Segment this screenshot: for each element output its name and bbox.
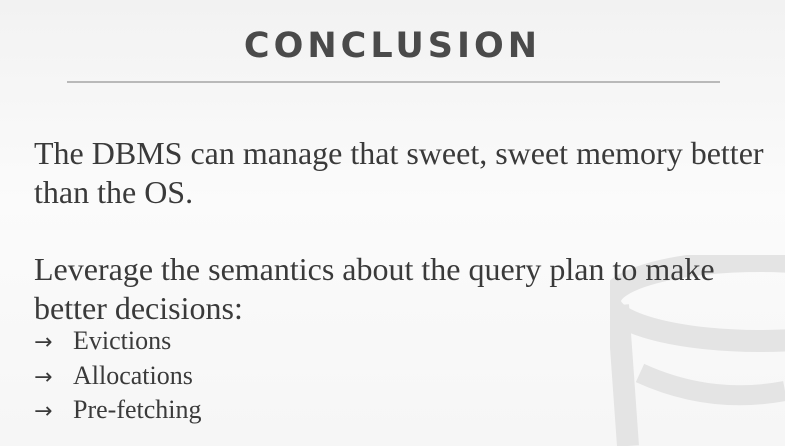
bullet-label: Allocations	[73, 360, 193, 390]
arrow-right-icon: →	[34, 330, 53, 355]
slide-title: CONCLUSION	[243, 26, 542, 66]
bullet-item-allocations: → Allocations	[34, 360, 202, 395]
conclusion-paragraph-1: The DBMS can manage that sweet, sweet me…	[34, 135, 764, 210]
conclusion-paragraph-2: Leverage the semantics about the query p…	[34, 251, 715, 326]
arrow-right-icon: →	[34, 364, 53, 390]
database-cylinder-icon	[610, 255, 785, 446]
bullet-item-pre-fetching: → Pre-fetching	[34, 394, 202, 429]
arrow-right-icon: →	[34, 399, 53, 424]
bullet-label: Evictions	[73, 326, 172, 355]
bullet-item-evictions: → Evictions	[34, 325, 202, 360]
title-divider	[67, 81, 720, 83]
bullet-list: → Evictions → Allocations → Pre-fetching	[34, 325, 202, 429]
bullet-label: Pre-fetching	[73, 395, 202, 424]
